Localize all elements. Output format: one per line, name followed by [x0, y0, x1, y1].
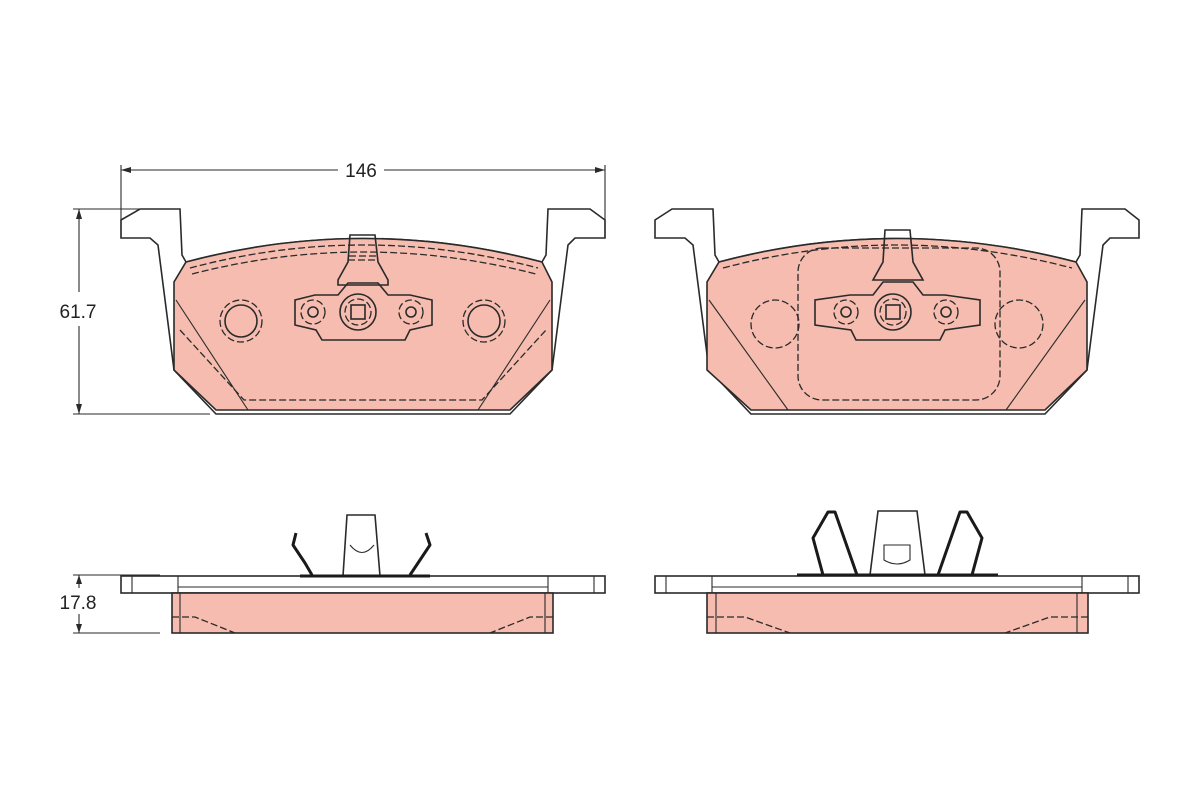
front-view-left-pad: 146 61.7	[60, 161, 606, 415]
front-view-right-pad	[654, 208, 1140, 415]
side-view-left-pad: 17.8	[60, 514, 606, 634]
height-dimension: 61.7	[60, 208, 210, 415]
width-dimension: 146	[120, 161, 606, 238]
side-view-right-pad	[654, 510, 1140, 634]
width-label: 146	[345, 161, 377, 182]
height-label: 61.7	[60, 302, 97, 323]
thickness-dimension: 17.8	[60, 574, 160, 634]
thickness-label: 17.8	[60, 593, 97, 614]
